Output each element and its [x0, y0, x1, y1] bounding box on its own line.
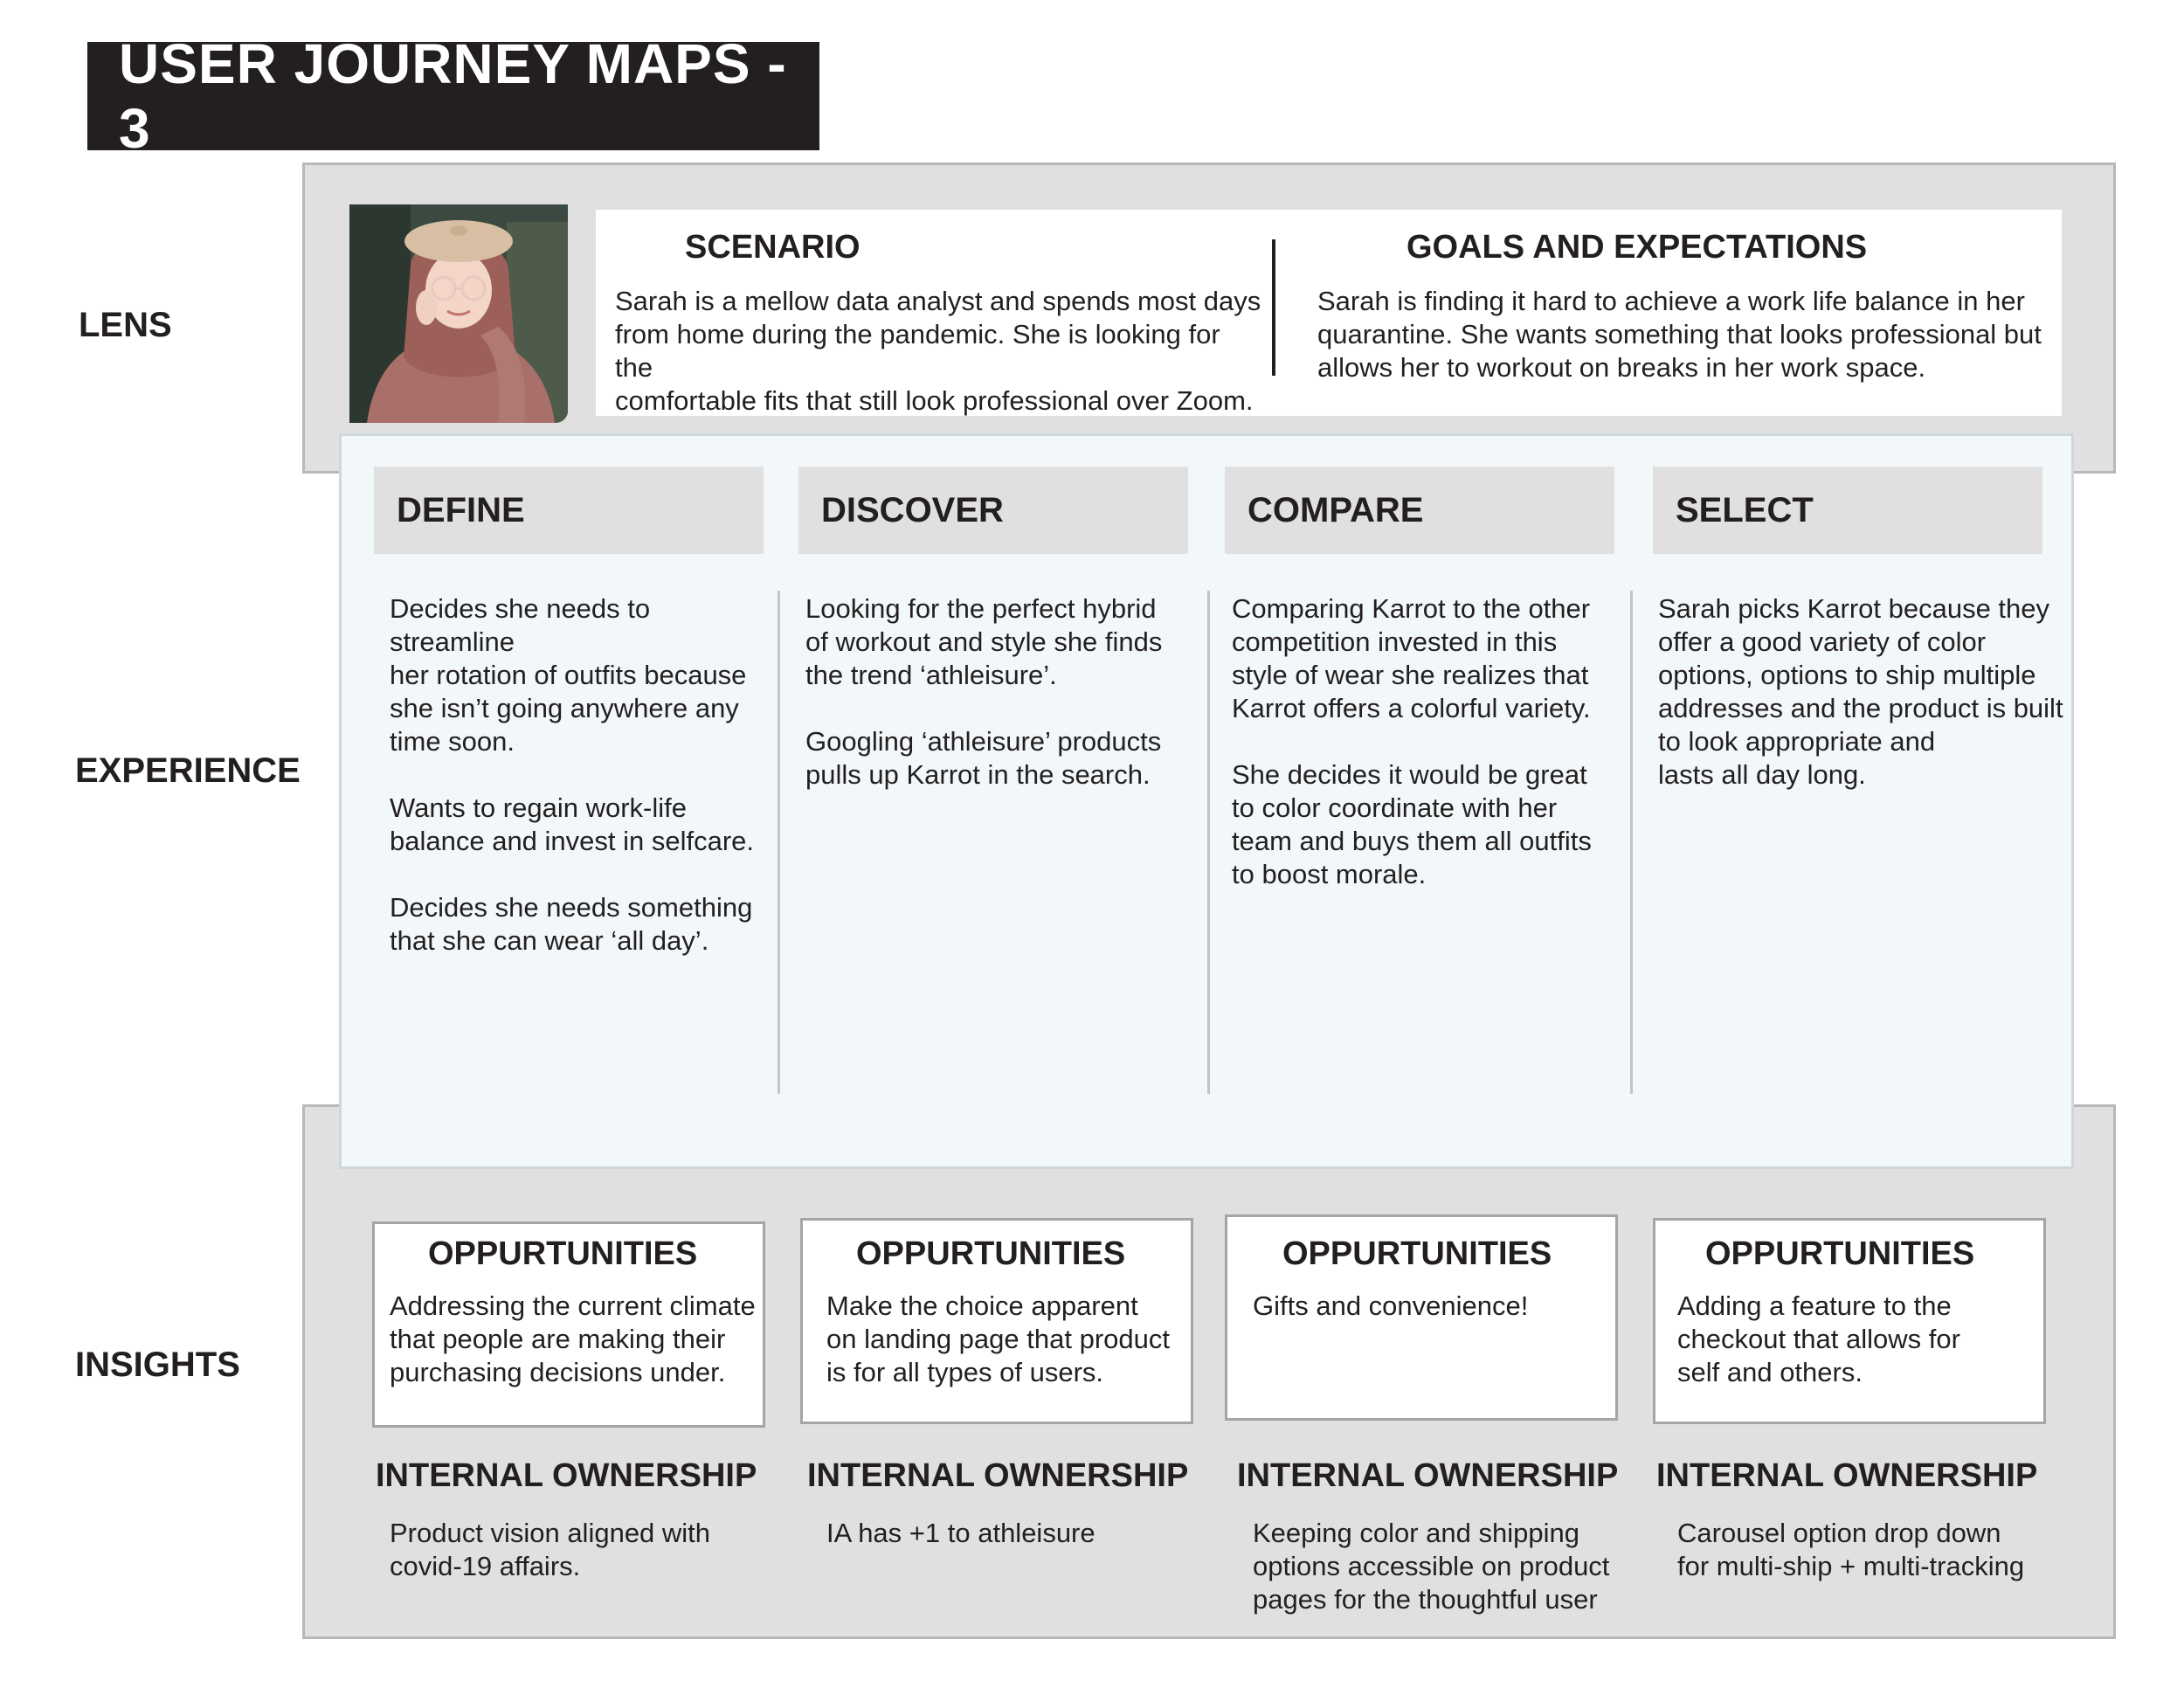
opportunity-heading: OPPURTUNITIES	[856, 1235, 1126, 1272]
opportunity-heading: OPPURTUNITIES	[1282, 1235, 1552, 1272]
scenario-text: Sarah is a mellow data analyst and spend…	[615, 286, 1261, 416]
stage-header-select: SELECT	[1653, 467, 2042, 554]
experience-panel	[339, 433, 2074, 1169]
experience-text-select: Sarah picks Karrot because they offer a …	[1658, 593, 2063, 790]
stage-header-compare: COMPARE	[1225, 467, 1614, 554]
experience-text-compare: Comparing Karrot to the other competitio…	[1232, 593, 1592, 889]
ownership-text: Keeping color and shipping options acces…	[1253, 1518, 1610, 1615]
page-title: USER JOURNEY MAPS - 3	[87, 32, 819, 160]
lens-card	[596, 210, 2062, 416]
row-label-experience: EXPERIENCE	[75, 751, 301, 790]
opportunity-heading: OPPURTUNITIES	[428, 1235, 698, 1272]
opportunity-card-compare	[1225, 1214, 1618, 1421]
lens-divider	[1272, 239, 1275, 376]
ownership-text: Product vision aligned with covid-19 aff…	[390, 1518, 711, 1581]
ownership-heading: INTERNAL OWNERSHIP	[376, 1457, 757, 1494]
stage-divider	[1630, 591, 1633, 1094]
ownership-text: IA has +1 to athleisure	[826, 1518, 1095, 1548]
ownership-heading: INTERNAL OWNERSHIP	[1656, 1457, 2038, 1494]
opportunity-text: Gifts and convenience!	[1253, 1290, 1529, 1321]
opportunity-heading: OPPURTUNITIES	[1705, 1235, 1975, 1272]
experience-text-define: Decides she needs to streamline her rota…	[390, 593, 755, 956]
opportunity-text: Make the choice apparent on landing page…	[826, 1290, 1170, 1387]
opportunity-card-define	[372, 1221, 765, 1428]
ownership-heading: INTERNAL OWNERSHIP	[807, 1457, 1189, 1494]
stage-divider	[778, 591, 780, 1094]
row-label-insights: INSIGHTS	[75, 1346, 240, 1384]
goals-text: Sarah is finding it hard to achieve a wo…	[1317, 286, 2042, 383]
persona-photo	[349, 204, 568, 423]
scenario-heading: SCENARIO	[685, 229, 860, 266]
opportunity-text: Adding a feature to the checkout that al…	[1677, 1290, 1960, 1387]
persona-illustration	[349, 204, 568, 423]
opportunity-card-select	[1653, 1218, 2046, 1424]
ownership-text: Carousel option drop down for multi-ship…	[1677, 1518, 2025, 1581]
ownership-heading: INTERNAL OWNERSHIP	[1237, 1457, 1619, 1494]
row-label-lens: LENS	[79, 306, 172, 344]
stage-header-define: DEFINE	[374, 467, 764, 554]
opportunity-text: Addressing the current climate that peop…	[390, 1290, 756, 1387]
goals-heading: GOALS AND EXPECTATIONS	[1406, 229, 1868, 266]
opportunity-card-discover	[800, 1218, 1193, 1424]
stage-divider	[1207, 591, 1210, 1094]
stage-header-discover: DISCOVER	[798, 467, 1188, 554]
experience-text-discover: Looking for the perfect hybrid of workou…	[805, 593, 1163, 790]
